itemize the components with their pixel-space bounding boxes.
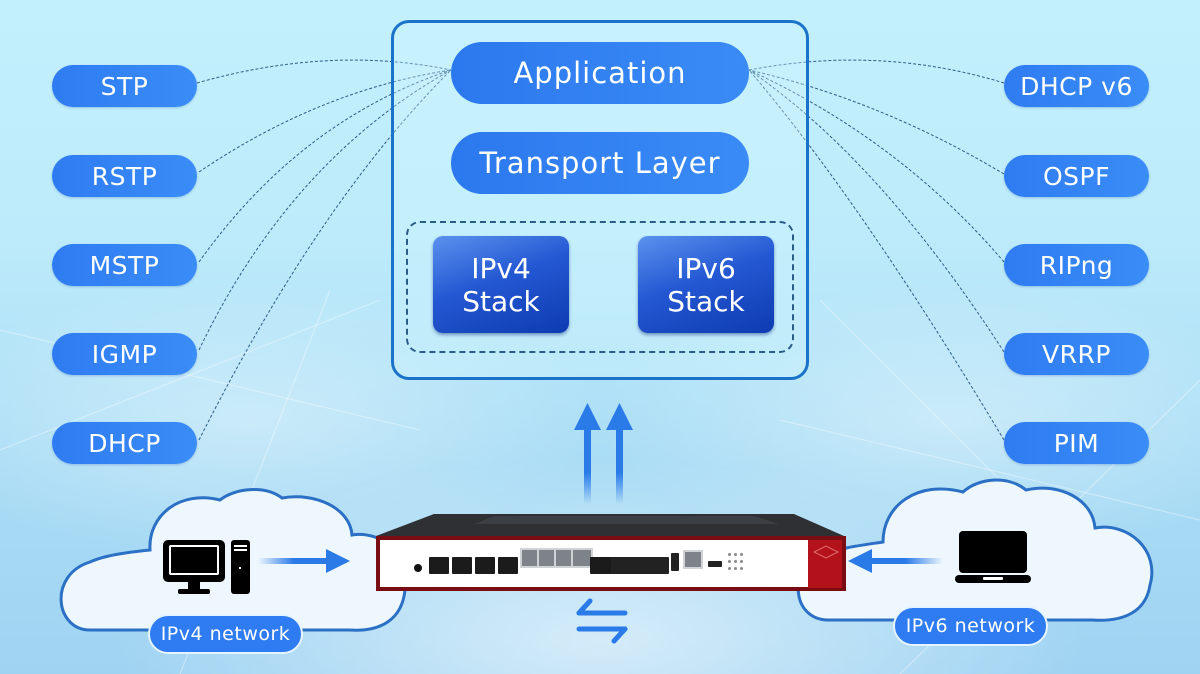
bidirectional-arrows-icon	[576, 598, 628, 644]
connector-rstp	[198, 69, 452, 173]
application-layer: Application	[451, 42, 749, 104]
laptop-icon	[955, 531, 1031, 583]
status-led	[728, 567, 731, 570]
ipv4-network-label: IPv4 network	[148, 614, 303, 654]
protocol-pill-vrrp: VRRP	[1004, 333, 1149, 375]
sfp-port-group	[611, 557, 669, 574]
ipv6-stack-line2: Stack	[667, 284, 745, 318]
ip-stack-group	[406, 221, 794, 353]
protocol-pill-rstp: RSTP	[52, 155, 197, 197]
protocol-pill-mstp: MSTP	[52, 244, 197, 286]
transport-layer: Transport Layer	[451, 132, 749, 194]
protocol-pill-pim: PIM	[1004, 422, 1149, 464]
sfp-port	[452, 557, 472, 574]
status-led	[740, 553, 743, 556]
status-led	[728, 560, 731, 563]
ipv6-network-label: IPv6 network	[893, 606, 1048, 646]
connector-dhcp	[198, 69, 452, 441]
protocol-pill-ripng: RIPng	[1004, 244, 1149, 286]
usb-port	[671, 553, 679, 571]
ipv6-stack-line1: IPv6	[676, 251, 736, 285]
connector-dhcpv6	[748, 59, 1005, 84]
sfp-port	[498, 557, 518, 574]
sfp-port	[475, 557, 495, 574]
console-port	[708, 561, 722, 567]
status-led	[740, 560, 743, 563]
connector-ripng	[748, 69, 1005, 263]
protocol-pill-stp: STP	[52, 65, 197, 107]
network-switch-device	[374, 510, 846, 593]
status-led	[728, 553, 731, 556]
protocol-pill-igmp: IGMP	[52, 333, 197, 375]
connector-stp	[196, 59, 452, 84]
status-led	[734, 567, 737, 570]
management-port	[683, 550, 703, 569]
ipv4-stack-line2: Stack	[462, 284, 540, 318]
status-led	[734, 553, 737, 556]
ipv6-stack-block: IPv6 Stack	[638, 236, 774, 333]
protocol-pill-ospf: OSPF	[1004, 155, 1149, 197]
ipv4-stack-line1: IPv4	[471, 251, 531, 285]
connector-ospf	[748, 69, 1005, 175]
desktop-computer-icon	[163, 540, 250, 594]
connector-mstp	[198, 69, 452, 263]
protocol-pill-dhcpv6: DHCP v6	[1004, 65, 1149, 107]
status-led	[740, 567, 743, 570]
double-up-arrow-icon	[574, 403, 633, 504]
device-chassis	[376, 514, 846, 591]
connector-pim	[748, 69, 1005, 441]
status-led	[734, 560, 737, 563]
usb-c-port	[657, 560, 667, 566]
protocol-pill-dhcp: DHCP	[52, 422, 197, 464]
arrow-left-icon	[848, 549, 943, 573]
arrow-right-icon	[258, 549, 350, 573]
ipv4-stack-block: IPv4 Stack	[433, 236, 569, 333]
sfp-port	[429, 557, 449, 574]
connector-igmp	[198, 69, 452, 351]
